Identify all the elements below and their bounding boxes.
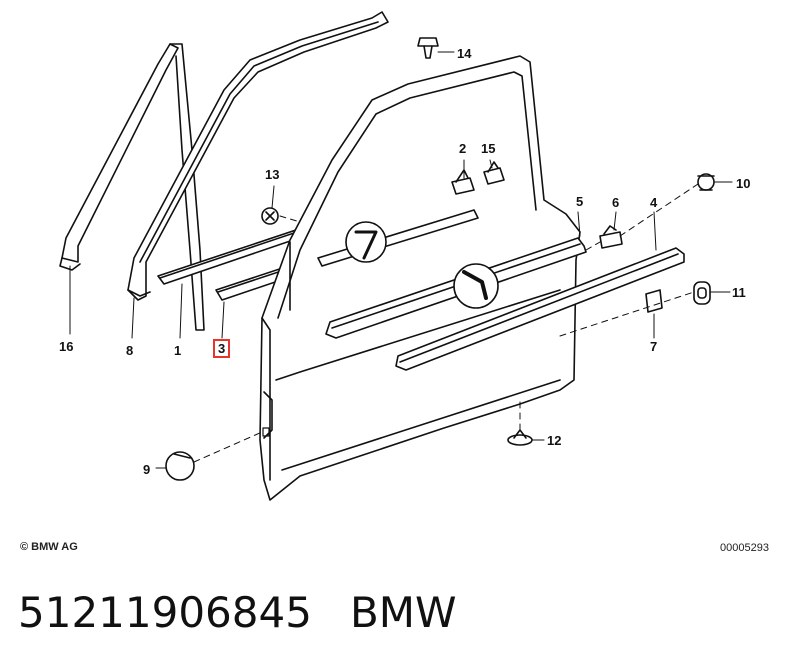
callout-14: 14 [457,46,472,61]
callout-9: 9 [143,462,151,477]
callout-1: 1 [174,343,182,358]
callout-5: 5 [576,194,584,209]
callout-4: 4 [650,195,658,210]
copyright-notice: © BMW AG [20,541,78,553]
leader-lines [69,51,733,469]
clip-part-15 [483,161,505,185]
projection-lines [193,183,699,463]
diagram-id: 00005293 [720,542,769,554]
callout-7: 7 [650,339,658,354]
clip-part-7 [645,289,663,313]
fastener-part-10 [697,173,715,191]
window-channel-part-8 [127,11,389,301]
brand-name: BMW [349,588,457,637]
rivet-part-14 [417,37,439,59]
part-number: 51211906845 [18,588,312,637]
callout-16: 16 [59,339,74,354]
door-shell [259,55,581,501]
callout-8: 8 [126,343,134,358]
callout-11: 11 [732,285,746,300]
door-parts-diagram [59,11,733,501]
plug-part-9 [165,451,195,481]
footer-caption: 51211906845 BMW [18,588,457,637]
callout-3[interactable]: 3 [212,339,231,358]
door-moulding-part-4 [395,247,685,371]
plug-part-12 [507,429,533,446]
callout-2: 2 [459,141,467,156]
clip-part-6 [599,225,623,249]
screw-part-13 [261,207,279,225]
grommet-part-11 [693,281,711,305]
callout-10: 10 [736,176,751,191]
callout-12: 12 [547,433,562,448]
callout-15: 15 [481,141,496,156]
direction-marker-upper [345,221,387,263]
direction-marker-lower [453,263,499,309]
callout-13: 13 [265,167,280,182]
callout-6: 6 [612,195,620,210]
